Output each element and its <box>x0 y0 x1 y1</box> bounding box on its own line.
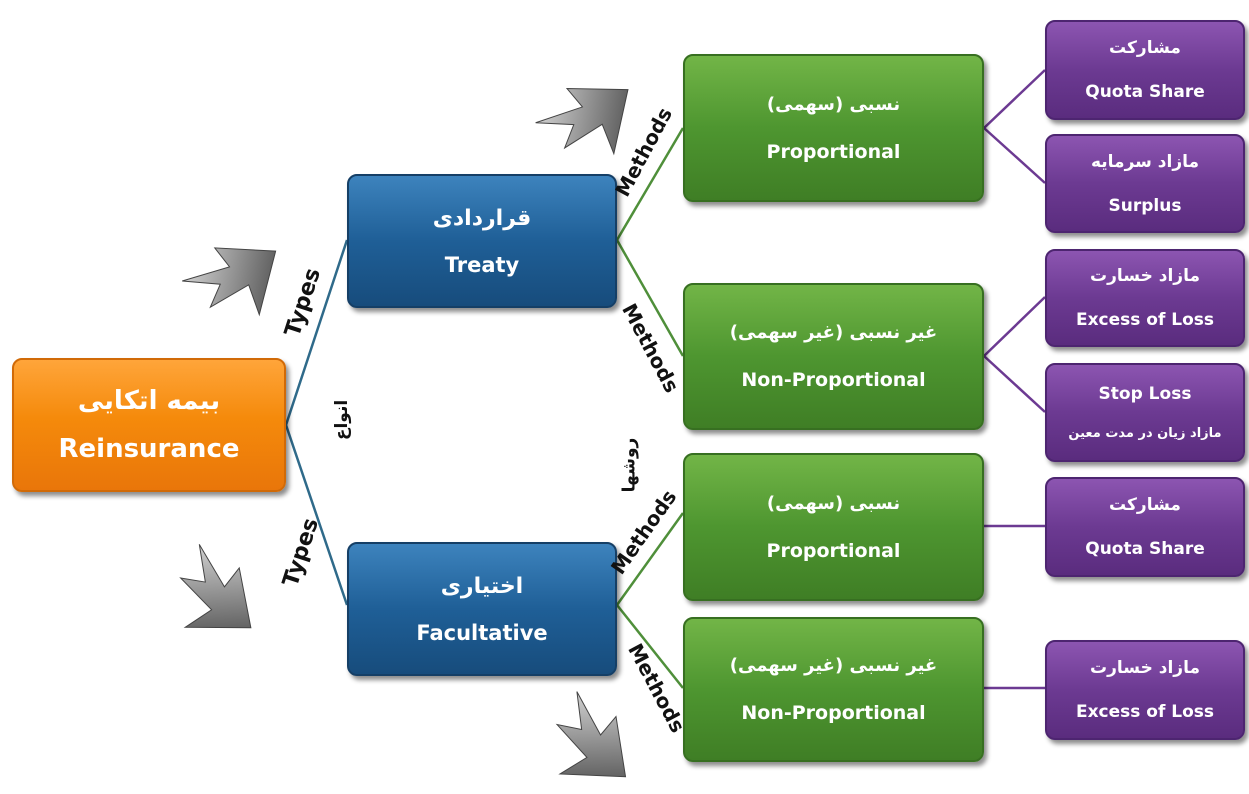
excess-of-loss-node: مازاد خسارت Excess of Loss <box>1045 249 1245 347</box>
reinsurance-node: بیمه اتکایی Reinsurance <box>12 358 286 492</box>
arrow-icon-3 <box>179 544 252 629</box>
leaf-en-label: Excess of Loss <box>1075 310 1215 330</box>
reinsurance-en-label: Reinsurance <box>58 434 240 464</box>
facultative-en-label: Facultative <box>416 620 548 645</box>
arrow-icon-4 <box>555 691 627 778</box>
stop-loss-node: Stop Loss مازاد زیان در مدت معین <box>1045 363 1245 462</box>
method-fa-label: نسبی (سهمی) <box>766 93 901 115</box>
treaty-proportional-node: نسبی (سهمی) Proportional <box>683 54 984 202</box>
facultative-nonproportional-node: غیر نسبی (غیر سهمی) Non-Proportional <box>683 617 984 762</box>
leaf-fa-label: مشارکت <box>1109 495 1181 515</box>
method-en-label: Non-Proportional <box>741 702 926 724</box>
surplus-node: مازاد سرمایه Surplus <box>1045 134 1245 233</box>
treaty-en-label: Treaty <box>444 252 520 277</box>
facultative-node: اختیاری Facultative <box>347 542 617 676</box>
leaf-fa-label: مازاد خسارت <box>1090 658 1200 678</box>
arrow-icon-2 <box>182 247 277 317</box>
facultative-fa-label: اختیاری <box>440 573 524 599</box>
connector-fac-nonprop <box>616 604 684 689</box>
connector-treaty-nonprop <box>615 239 685 357</box>
leaf-en-label: Surplus <box>1108 195 1182 216</box>
treaty-node: قراردادی Treaty <box>347 174 617 308</box>
connector-nonprop-stoploss <box>983 355 1046 413</box>
connector-fac-prop <box>615 512 685 606</box>
method-en-label: Proportional <box>766 539 901 562</box>
method-fa-label: نسبی (سهمی) <box>766 492 901 514</box>
arrow-icon-1 <box>535 88 629 156</box>
quota-share-node: مشارکت Quota Share <box>1045 20 1245 120</box>
leaf-fa-label: مشارکت <box>1109 38 1181 58</box>
leaf-fa-label: مازاد سرمایه <box>1090 151 1200 172</box>
leaf-fa-label: مازاد زیان در مدت معین <box>1068 426 1222 441</box>
method-fa-label: غیر نسبی (غیر سهمی) <box>729 655 938 676</box>
connector-prop-quota <box>983 69 1046 129</box>
treaty-nonproportional-node: غیر نسبی (غیر سهمی) Non-Proportional <box>683 283 984 430</box>
excess-of-loss-node: مازاد خسارت Excess of Loss <box>1045 640 1245 740</box>
leaf-en-label: Excess of Loss <box>1075 702 1215 722</box>
types-fa-label: انواع <box>332 399 353 441</box>
connector-treaty-prop <box>615 127 685 241</box>
leaf-en-label: Quota Share <box>1085 82 1205 102</box>
methods-fa-label: روشها <box>619 437 640 493</box>
leaf-en-label: Stop Loss <box>1098 384 1192 404</box>
connector-prop-surplus <box>983 127 1046 184</box>
method-en-label: Proportional <box>766 140 901 163</box>
quota-share-node: مشارکت Quota Share <box>1045 477 1245 577</box>
reinsurance-fa-label: بیمه اتکایی <box>77 386 221 416</box>
treaty-fa-label: قراردادی <box>432 205 532 231</box>
connector-nonprop-xol <box>983 296 1046 357</box>
connector-root-facultative <box>284 424 349 606</box>
connector-root-treaty <box>284 239 349 426</box>
method-en-label: Non-Proportional <box>741 369 926 391</box>
leaf-fa-label: مازاد خسارت <box>1090 266 1200 286</box>
method-fa-label: غیر نسبی (غیر سهمی) <box>729 322 938 343</box>
facultative-proportional-node: نسبی (سهمی) Proportional <box>683 453 984 601</box>
leaf-en-label: Quota Share <box>1085 539 1205 559</box>
